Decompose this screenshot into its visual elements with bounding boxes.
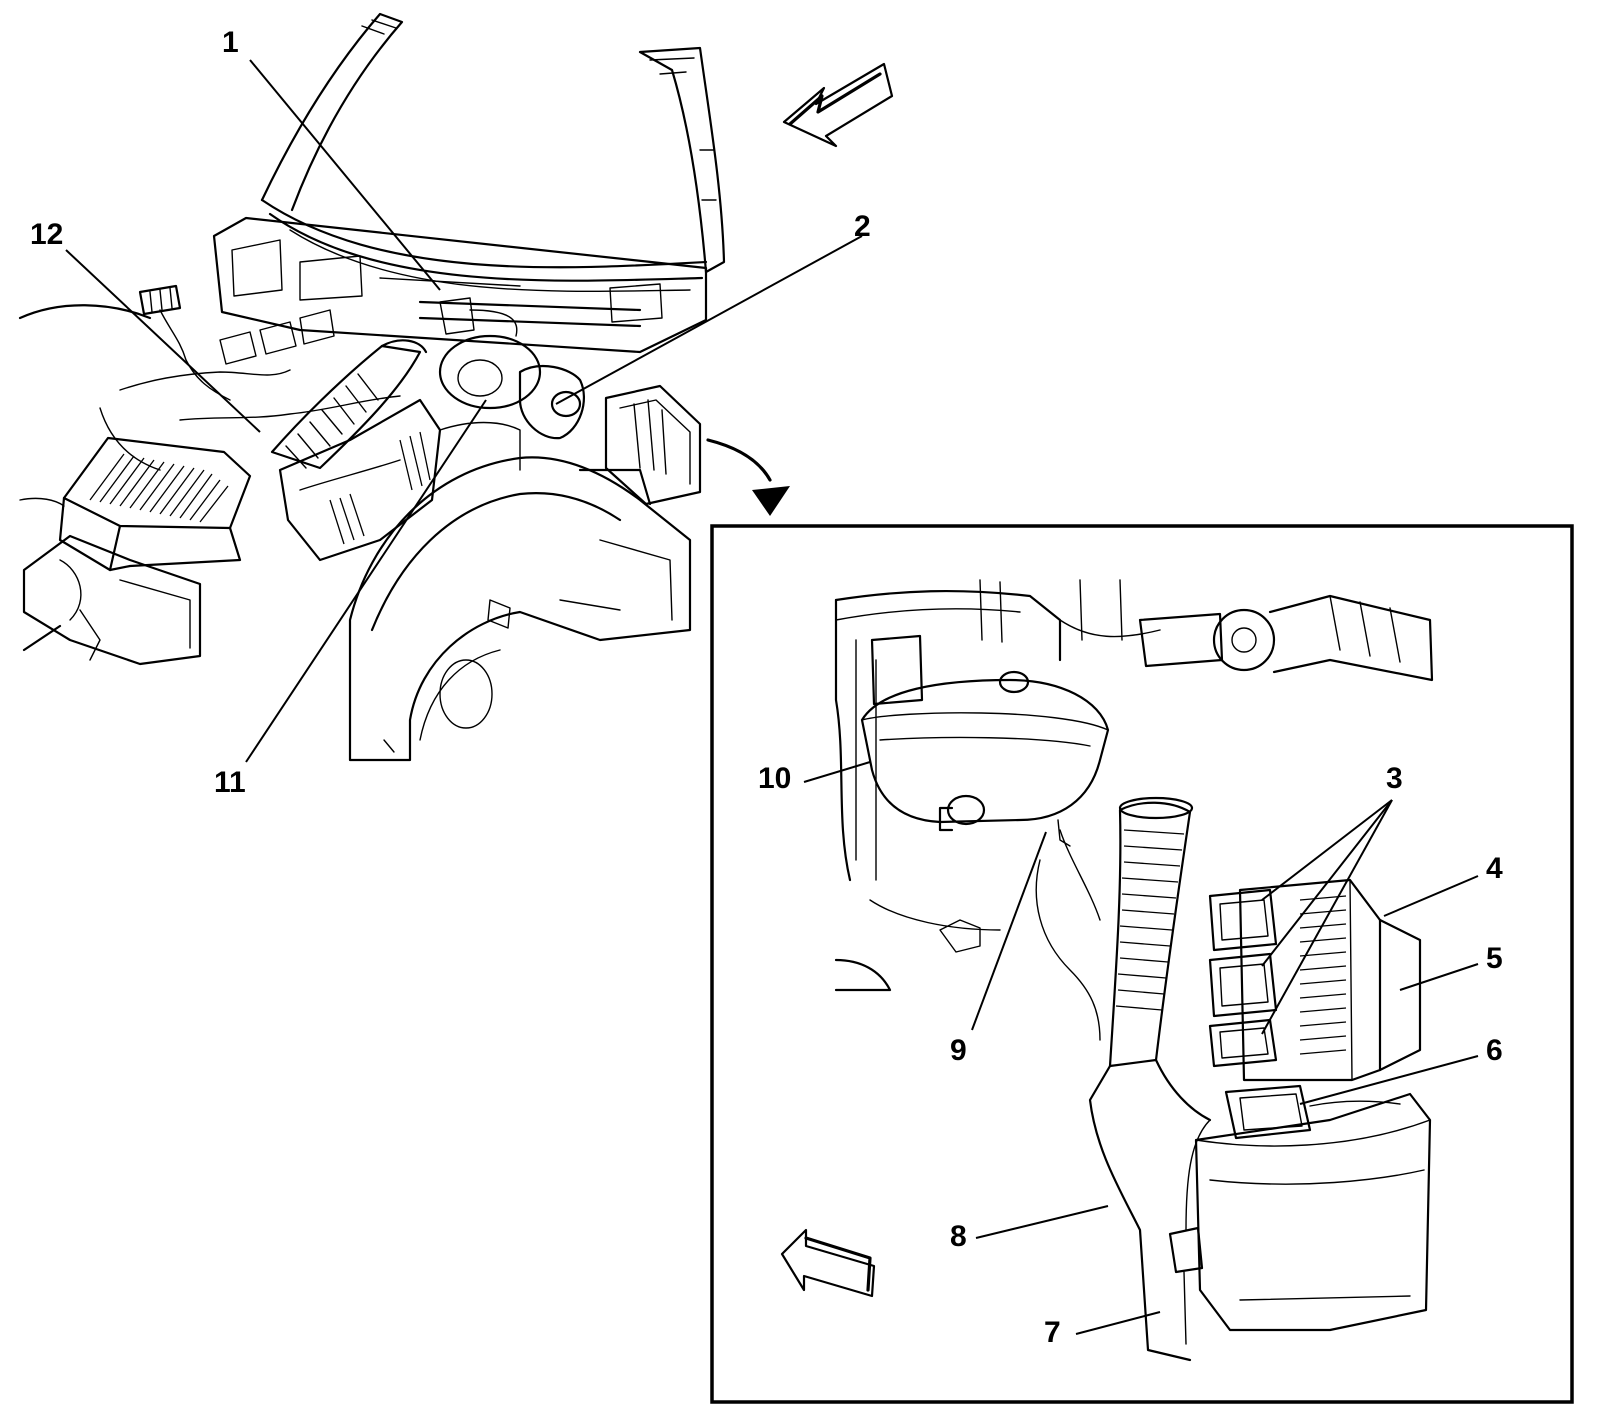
wiring-harness [99, 284, 401, 471]
inset-front-direction-arrow-icon [780, 1228, 876, 1298]
detail-inset [710, 524, 1574, 1404]
front-direction-arrow-icon [782, 62, 894, 148]
leader-5 [1399, 963, 1479, 991]
coolant-reservoir [860, 634, 1110, 847]
leader-4 [1383, 875, 1479, 917]
leader-3a [1261, 799, 1393, 901]
leader-3b [1261, 799, 1393, 967]
air-intake-duct [270, 339, 428, 470]
leader-lines [65, 59, 1479, 1335]
relay-block [578, 384, 702, 506]
callout-12: 12 [30, 218, 64, 251]
leader-7 [1075, 1311, 1161, 1335]
callout-4: 4 [1486, 852, 1503, 885]
engine-control-module [1238, 878, 1422, 1082]
wheelhouse-liner [348, 456, 692, 762]
windshield-frame [260, 12, 726, 293]
leader-12 [65, 249, 261, 433]
leader-8 [975, 1205, 1109, 1239]
curved-detail-arrow-icon [706, 438, 790, 516]
callout-10: 10 [758, 762, 792, 795]
leader-2 [555, 235, 863, 405]
air-intake-snorkel [1088, 796, 1212, 1362]
inset-background-engine [834, 579, 1434, 992]
callout-5: 5 [1486, 942, 1503, 975]
engine-compartment-view [18, 12, 894, 762]
leader-9 [971, 831, 1047, 1031]
callout-9: 9 [950, 1034, 967, 1067]
air-cleaner-box [58, 436, 252, 572]
callout-6: 6 [1486, 1034, 1503, 1067]
callout-2: 2 [854, 210, 871, 243]
leader-1 [249, 59, 441, 291]
lower-left-components [18, 304, 202, 666]
sensor-harness [1035, 829, 1211, 1345]
cowl-panel [212, 216, 708, 354]
wiring-connector [1224, 1084, 1401, 1140]
leader-11 [245, 399, 487, 763]
callout-8: 8 [950, 1220, 967, 1253]
callout-3: 3 [1386, 762, 1403, 795]
callout-11: 11 [214, 766, 246, 799]
engine-block [278, 398, 521, 562]
lower-reservoir [1194, 1092, 1432, 1332]
callout-1: 1 [222, 26, 239, 59]
callout-7: 7 [1044, 1316, 1061, 1349]
leader-10 [803, 761, 871, 783]
ecm-connectors [1208, 888, 1278, 1068]
leader-6 [1299, 1055, 1479, 1105]
leader-3c [1261, 799, 1393, 1035]
brake-booster [438, 297, 585, 440]
